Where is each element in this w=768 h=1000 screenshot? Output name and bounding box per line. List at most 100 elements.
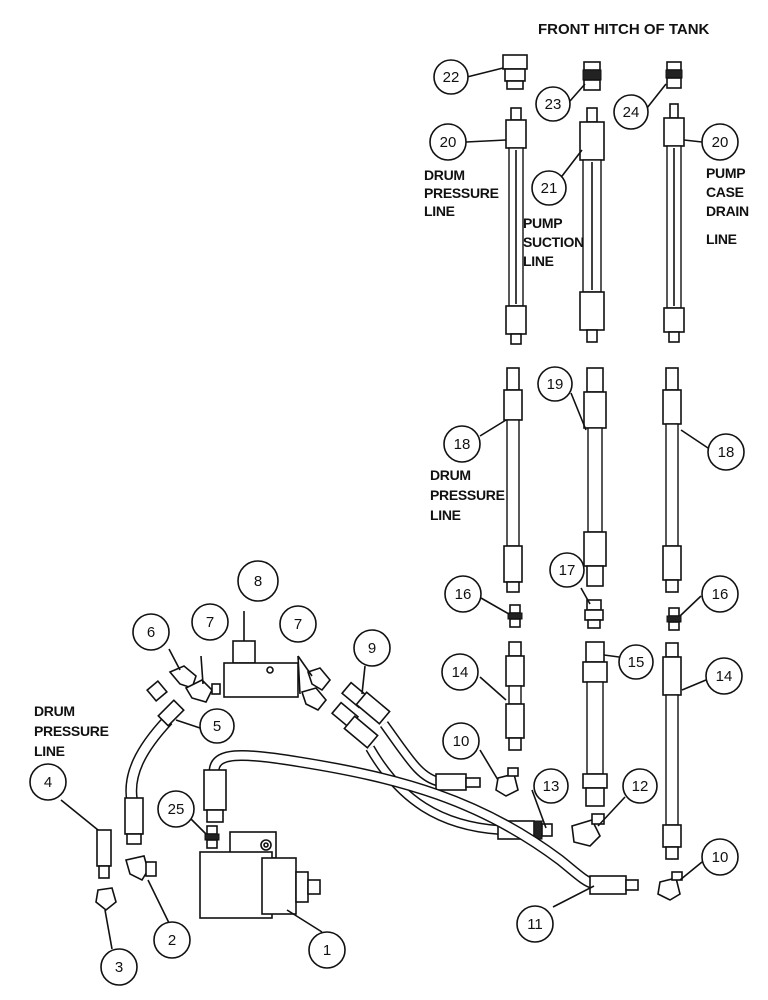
hose-11 [203,750,639,895]
label-pump-suction-line: PUMP SUCTION LINE [523,215,584,269]
hose-18-left [503,367,523,593]
callout-22: 22 [433,59,469,95]
callout-6: 6 [132,613,170,651]
svg-text:DRUM: DRUM [424,167,465,183]
svg-text:25: 25 [168,801,185,818]
hose-9 [330,681,553,840]
pump-1 [199,831,321,919]
callout-23: 23 [535,86,571,122]
svg-text:22: 22 [443,69,460,86]
svg-text:CASE: CASE [706,184,744,200]
callout-7-right: 7 [279,605,317,643]
svg-text:7: 7 [294,616,302,633]
svg-text:7: 7 [206,614,214,631]
svg-text:4: 4 [44,774,52,791]
svg-text:21: 21 [541,180,558,197]
svg-text:2: 2 [168,932,176,949]
svg-text:18: 18 [454,436,471,453]
svg-text:LINE: LINE [430,507,461,523]
svg-text:10: 10 [453,733,470,750]
label-drum-pressure-line-mid: DRUM PRESSURE LINE [430,467,505,523]
svg-text:6: 6 [147,624,155,641]
svg-text:1: 1 [323,942,331,959]
svg-text:PRESSURE: PRESSURE [424,185,499,201]
callout-4: 4 [29,763,67,801]
fitting-24 [665,61,683,89]
svg-text:13: 13 [543,778,560,795]
svg-text:DRUM: DRUM [430,467,471,483]
svg-text:DRAIN: DRAIN [706,203,749,219]
svg-text:LINE: LINE [523,253,554,269]
svg-text:PUMP: PUMP [706,165,745,181]
fitting-25 [204,825,220,849]
hose-20-pump-case-drain [663,103,685,343]
callout-20-right: 20 [701,123,739,161]
svg-text:PUMP: PUMP [523,215,562,231]
svg-text:17: 17 [559,562,576,579]
svg-text:19: 19 [547,376,564,393]
svg-text:9: 9 [368,640,376,657]
svg-text:8: 8 [254,573,262,590]
callout-8: 8 [237,560,279,602]
svg-text:LINE: LINE [706,231,737,247]
callout-11: 11 [516,905,554,943]
svg-text:PRESSURE: PRESSURE [34,723,109,739]
callout-10-lower: 10 [701,838,739,876]
callout-9: 9 [353,629,391,667]
fitting-2 [124,855,157,882]
svg-text:3: 3 [115,959,123,976]
callout-2: 2 [153,921,191,959]
fitting-23 [582,61,602,91]
svg-text:20: 20 [712,134,729,151]
svg-text:16: 16 [455,586,472,603]
hose-20-drum-pressure [505,107,527,345]
callout-3: 3 [100,948,138,986]
leader-lines [60,67,709,950]
fitting-7-right-upper [306,667,332,692]
svg-text:24: 24 [623,104,640,121]
hose-4-drum-pressure [96,680,168,879]
svg-text:LINE: LINE [424,203,455,219]
callout-16-right: 16 [701,575,739,613]
fitting-6 [168,665,197,690]
fitting-16-right [666,607,682,631]
hose-15 [582,641,608,807]
callout-10-upper: 10 [442,722,480,760]
label-drum-pressure-line-top: DRUM PRESSURE LINE [424,167,499,219]
svg-text:15: 15 [628,654,645,671]
callout-15: 15 [618,644,654,680]
svg-text:20: 20 [440,134,457,151]
fitting-16-left [507,604,523,628]
callout-14-left: 14 [441,653,479,691]
fitting-12 [571,813,605,847]
hose-14-left [505,641,525,751]
svg-text:PRESSURE: PRESSURE [430,487,505,503]
hose-5 [124,699,185,845]
callout-24: 24 [613,94,649,130]
callout-18-right: 18 [707,433,745,471]
callout-19: 19 [537,366,573,402]
callout-16-left: 16 [444,575,482,613]
callout-13: 13 [533,768,569,804]
fitting-7-right-lower [300,687,328,712]
svg-text:12: 12 [632,778,649,795]
valve-block-8 [223,640,299,698]
svg-text:5: 5 [213,718,221,735]
svg-text:14: 14 [452,664,469,681]
fitting-22 [502,54,528,90]
callout-21: 21 [531,170,567,206]
svg-text:SUCTION: SUCTION [523,234,584,250]
hose-21-pump-suction [579,107,605,343]
callout-1: 1 [308,931,346,969]
callout-25: 25 [157,790,195,828]
hose-19 [583,367,607,587]
svg-text:11: 11 [527,916,543,933]
svg-text:DRUM: DRUM [34,703,75,719]
svg-text:10: 10 [712,849,729,866]
diagram-title: FRONT HITCH OF TANK [538,21,710,38]
fitting-3 [95,887,117,912]
callout-17: 17 [549,552,585,588]
hose-14-right [662,642,682,860]
label-pump-case-drain-line: PUMP CASE DRAIN LINE [706,165,749,247]
